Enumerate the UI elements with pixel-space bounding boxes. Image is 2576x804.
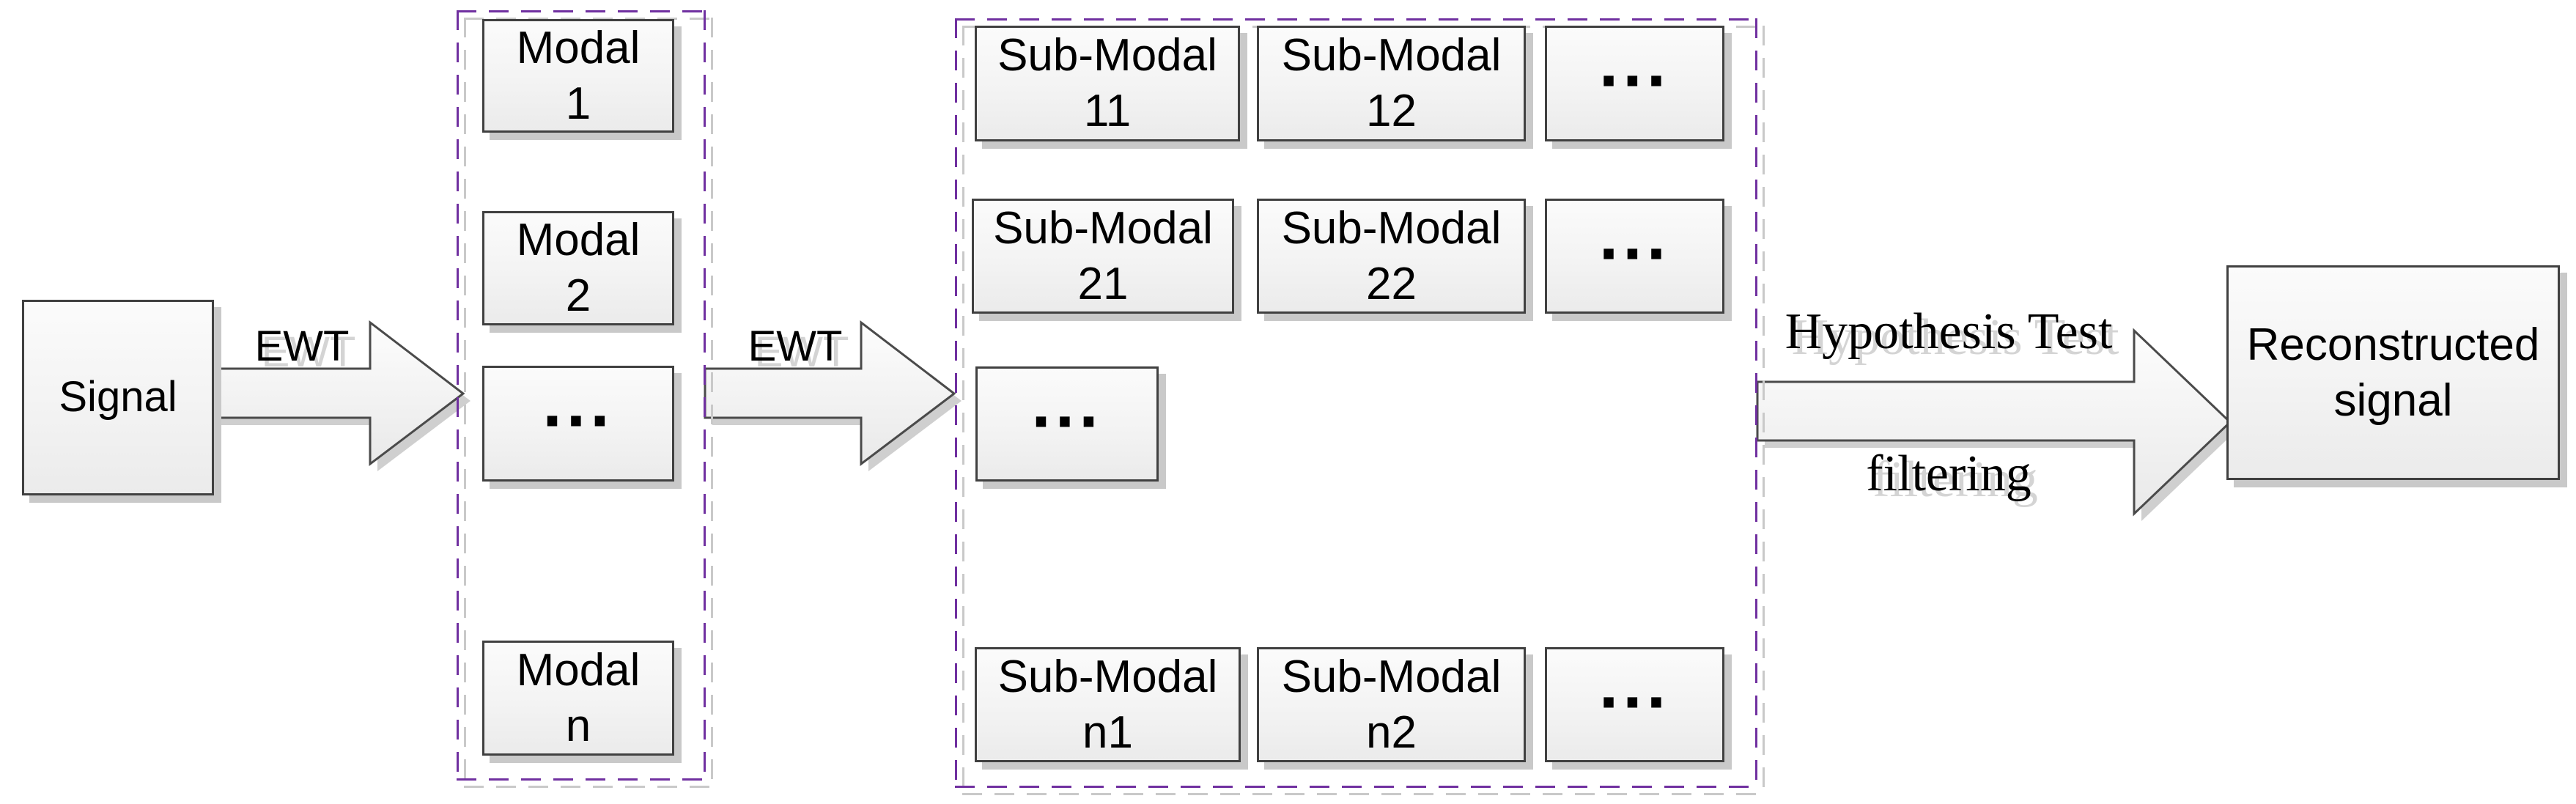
submodal-12-label-line2: 12 xyxy=(1366,86,1417,136)
arrow-shape xyxy=(213,320,465,467)
submodal-11-box: Sub-Modal 11 xyxy=(975,26,1240,141)
ewt-label-2: EWT xyxy=(748,322,843,370)
modal-2-box: Modal 2 xyxy=(482,211,674,325)
submodal-11-label-line1: Sub-Modal xyxy=(997,30,1217,81)
ewt-arrow-2-right-arrow-icon xyxy=(704,320,962,471)
submodal-22-box: Sub-Modal 22 xyxy=(1257,199,1526,314)
reconstructed-label-line1: Reconstructed xyxy=(2246,319,2540,370)
hypothesis-arrow-right-arrow-icon xyxy=(1756,328,2237,521)
submodal-21-label-line1: Sub-Modal xyxy=(993,202,1213,254)
submodal-11-label-line2: 11 xyxy=(1083,86,1132,136)
submodal-22-label-line2: 22 xyxy=(1366,258,1417,309)
submodal-n2-label-line2: n2 xyxy=(1366,707,1417,758)
modal-1-box: Modal 1 xyxy=(482,19,674,133)
ewt-arrow-1-right-arrow-icon xyxy=(213,320,470,471)
submodal-row3-ellipsis-box: ... xyxy=(975,366,1159,482)
filtering-label: filtering xyxy=(1866,446,2031,502)
ewt-label-1: EWT xyxy=(254,322,350,370)
submodal-n1-label-line2: n1 xyxy=(1082,707,1133,758)
modal-n-label-line2: n xyxy=(565,700,591,751)
signal-box: Signal xyxy=(22,300,214,495)
modal-ellipsis-box: ... xyxy=(482,366,674,482)
submodal-12-label-line1: Sub-Modal xyxy=(1281,30,1502,81)
submodal-12-box: Sub-Modal 12 xyxy=(1257,26,1526,141)
hypothesis-test-label: Hypothesis Test xyxy=(1785,303,2113,360)
modal-1-label-line1: Modal xyxy=(516,22,641,73)
modal-n-label-line1: Modal xyxy=(516,644,641,696)
signal-box-label: Signal xyxy=(59,373,177,421)
arrow-shape xyxy=(704,320,956,467)
arrow-shape xyxy=(1756,328,2232,517)
submodal-22-label-line1: Sub-Modal xyxy=(1281,202,1502,254)
submodal-row1-ellipsis-box: ... xyxy=(1545,26,1724,141)
reconstructed-signal-box: Reconstructed signal xyxy=(2226,265,2560,480)
submodal-row2-ellipsis-box: ... xyxy=(1545,199,1724,314)
reconstructed-label-line2: signal xyxy=(2333,375,2453,426)
submodal-n1-box: Sub-Modal n1 xyxy=(975,647,1241,762)
submodal-n2-label-line1: Sub-Modal xyxy=(1281,651,1502,702)
modal-n-box: Modal n xyxy=(482,641,674,756)
submodal-n1-label-line1: Sub-Modal xyxy=(997,651,1218,702)
modal-1-label-line2: 1 xyxy=(565,78,591,129)
submodal-21-box: Sub-Modal 21 xyxy=(972,199,1234,314)
modal-2-label-line2: 2 xyxy=(565,270,591,321)
modal-2-label-line1: Modal xyxy=(516,215,641,266)
submodal-n2-box: Sub-Modal n2 xyxy=(1257,647,1526,762)
submodal-row4-ellipsis-box: ... xyxy=(1545,647,1724,762)
submodal-21-label-line2: 21 xyxy=(1077,258,1129,309)
